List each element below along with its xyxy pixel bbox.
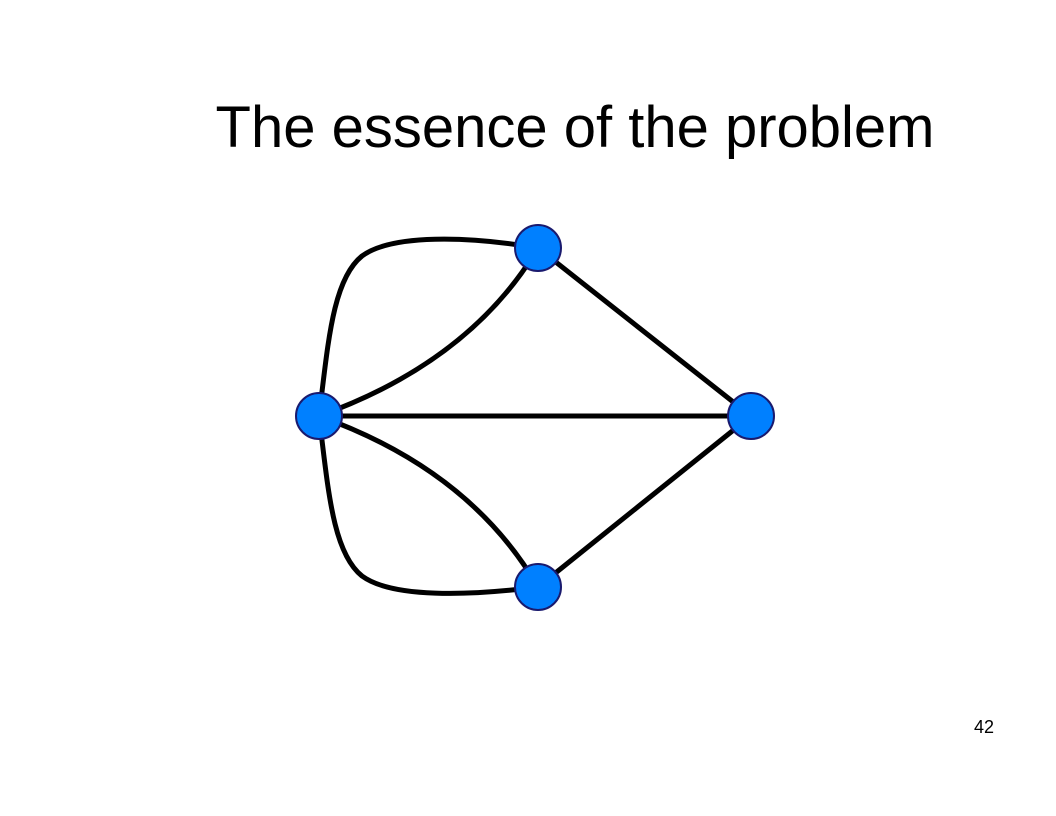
node-bottom <box>514 563 562 611</box>
node-right <box>727 392 775 440</box>
node-left <box>295 392 343 440</box>
edge-left-bottom-outer-arc <box>316 413 541 596</box>
slide-title: The essence of the problem <box>215 95 935 160</box>
edge-bottom-right-straight <box>535 413 754 590</box>
page-number: 42 <box>973 717 994 737</box>
node-top <box>514 224 562 272</box>
edge-left-top-inner-arc <box>316 245 541 419</box>
edge-left-bottom-inner-arc <box>316 413 541 590</box>
edge-top-right-straight <box>535 245 754 419</box>
edge-left-top-outer-arc <box>316 236 541 419</box>
graph-edges <box>316 236 754 596</box>
graph-nodes <box>295 224 775 611</box>
